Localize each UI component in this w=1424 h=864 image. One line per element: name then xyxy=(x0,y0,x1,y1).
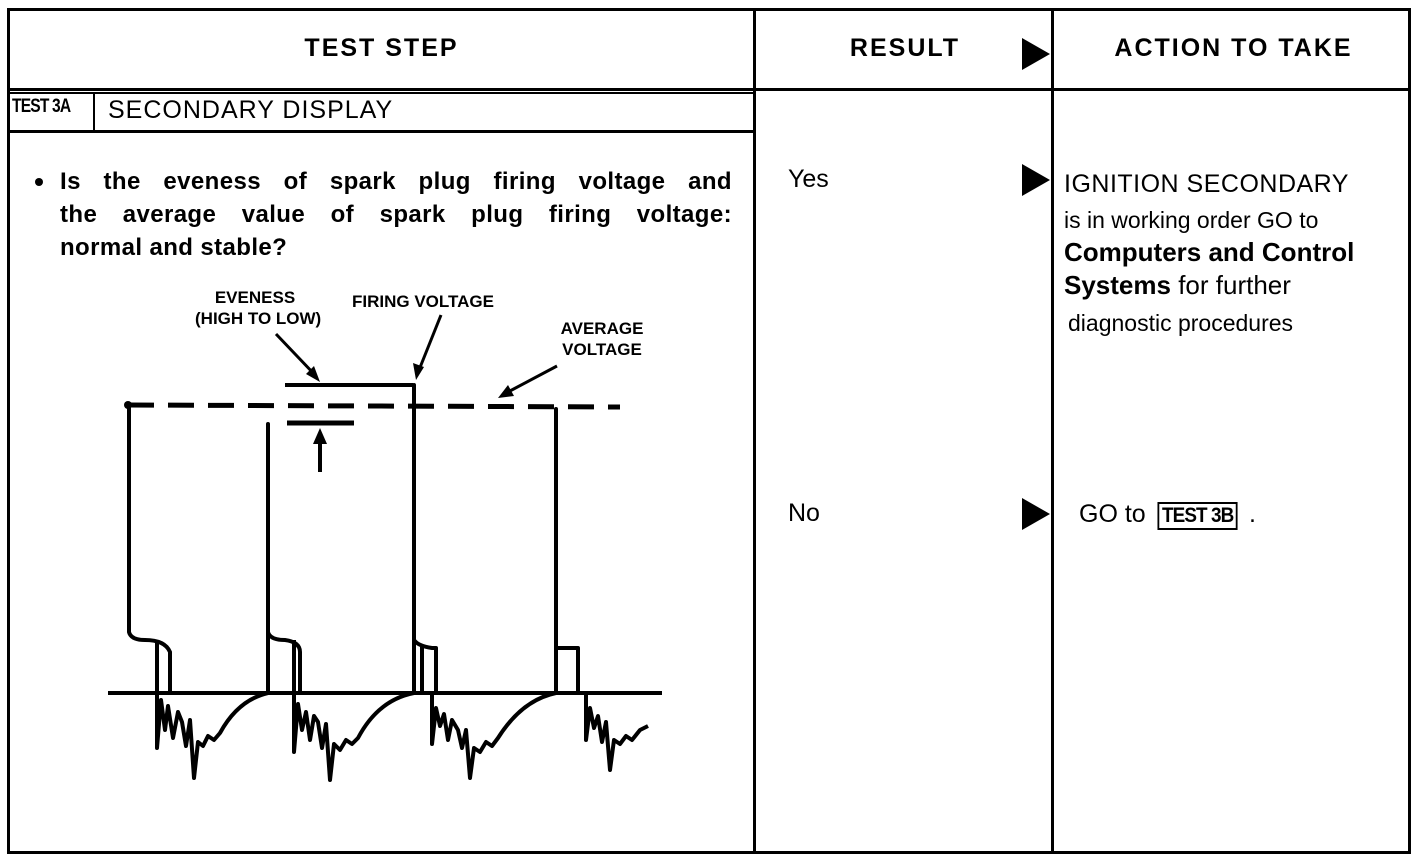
average-voltage-pointer-line xyxy=(507,364,558,394)
waveform-cylinder-4 xyxy=(554,407,649,772)
column-divider-result xyxy=(753,8,756,854)
action-yes-line-2: is in working order GO to xyxy=(1064,207,1319,233)
action-yes-line-1: IGNITION SECONDARY xyxy=(1064,170,1349,198)
firing-voltage-pointer-arrow-icon xyxy=(413,363,424,380)
label-average-line-2: VOLTAGE xyxy=(562,340,642,359)
test-id-divider xyxy=(93,94,95,131)
label-eveness: EVENESS (HIGH TO LOW) xyxy=(195,287,321,329)
label-average-line-1: AVERAGE xyxy=(560,319,644,338)
waveform-cylinder-3 xyxy=(412,383,557,780)
action-yes-line-3: Computers and Control xyxy=(1064,237,1355,267)
action-yes-line-5: diagnostic procedures xyxy=(1068,310,1294,336)
header-bottom-rule-second xyxy=(7,92,755,94)
action-no-suffix: . xyxy=(1242,500,1256,528)
header-bottom-rule xyxy=(7,88,1411,91)
no-arrow-icon xyxy=(1022,498,1050,530)
firing-voltage-pointer-line xyxy=(417,314,443,371)
waveform-cylinder-1 xyxy=(127,405,269,780)
test-3b-reference: TEST 3B xyxy=(1157,502,1238,530)
eveness-pointer-line xyxy=(274,332,318,378)
question-line-1: Is the eveness of spark plug firing volt… xyxy=(60,168,732,195)
table-frame xyxy=(7,8,1411,854)
eveness-up-arrow-icon xyxy=(313,428,327,444)
result-yes: Yes xyxy=(788,165,829,193)
test-title-bottom-rule xyxy=(7,130,755,133)
waveform-cylinder-2 xyxy=(266,422,415,782)
label-firing-voltage: FIRING VOLTAGE xyxy=(352,292,494,311)
header-arrow-icon xyxy=(1022,38,1050,70)
action-yes-further: for further xyxy=(1170,270,1291,300)
label-eveness-line-2: (HIGH TO LOW) xyxy=(195,309,322,328)
test-title: SECONDARY DISPLAY xyxy=(108,96,394,124)
action-yes-line-4: Systems for further xyxy=(1064,270,1291,301)
average-voltage-pointer-arrow-icon xyxy=(498,385,514,398)
bullet-icon xyxy=(35,178,43,186)
question-line-2: the average value of spark plug firing v… xyxy=(60,201,732,228)
average-voltage-dashed-line xyxy=(127,402,621,410)
action-no: GO to TEST 3B . xyxy=(1079,500,1256,530)
label-average-voltage: AVERAGE VOLTAGE xyxy=(552,318,652,360)
test-id-label: TEST 3A xyxy=(12,96,71,117)
eveness-pointer-arrow-icon xyxy=(306,366,320,382)
yes-arrow-icon xyxy=(1022,164,1050,196)
action-yes-systems: Systems xyxy=(1064,270,1171,300)
test-question: Is the eveness of spark plug firing volt… xyxy=(60,165,732,264)
header-result: RESULT xyxy=(849,34,961,62)
column-divider-action xyxy=(1051,8,1054,854)
header-test-step: TEST STEP xyxy=(304,34,459,62)
question-line-3: normal and stable? xyxy=(60,234,288,261)
header-action-to-take: ACTION TO TAKE xyxy=(1114,34,1353,62)
label-eveness-line-1: EVENESS xyxy=(214,288,296,307)
result-no: No xyxy=(788,499,820,527)
action-no-prefix: GO to xyxy=(1079,500,1153,528)
